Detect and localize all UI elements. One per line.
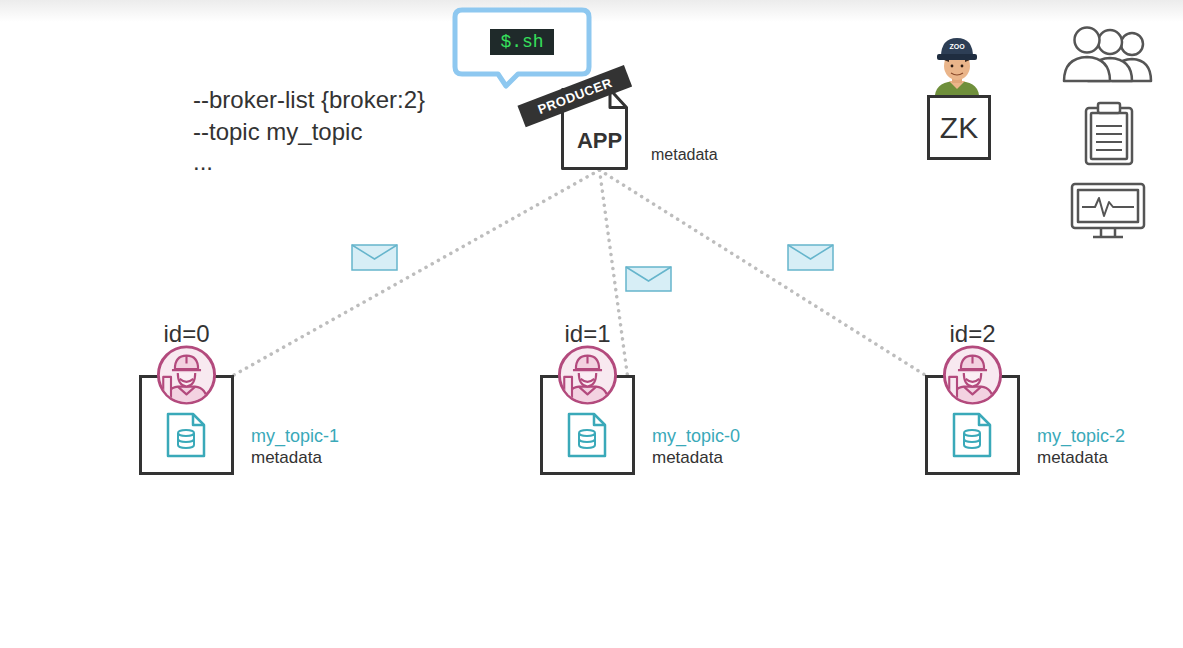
bubble-content: $.sh [452,7,592,77]
zookeeper-figure [935,38,979,95]
dotted-connector [600,170,926,375]
cap-badge: ZOO [949,43,964,51]
dotted-connector [234,170,600,375]
app-label: APP [561,128,638,154]
message-envelope [352,245,397,270]
broker-id: id=1 [564,320,610,348]
box-label: ZK [940,111,978,145]
broker-box: id=2my_topic-2metadata [925,375,1020,475]
broker-id: id=0 [163,320,209,348]
partition-log-icon [569,414,605,456]
users-icon [1064,28,1151,82]
clipboard-icon [1086,103,1132,164]
cli-argument: ... [193,148,213,176]
metadata-label: metadata [251,447,339,469]
shell-command: $.sh [490,29,553,55]
shell-bubble: $.sh [452,7,592,77]
cli-argument: --topic my_topic [193,118,362,146]
partition-log-icon [168,414,204,456]
broker-worker-icon [158,347,214,404]
partition-name: my_topic-0 [652,425,740,447]
partition-name: my_topic-1 [251,425,339,447]
metadata-label: metadata [651,146,718,164]
bubble-shape [455,10,589,86]
broker-worker-icon [559,347,615,404]
producer-app: PRODUCERAPPmetadata [561,88,638,170]
broker-id: id=2 [949,320,995,348]
message-envelope [788,245,833,270]
monitor-icon [1072,184,1144,237]
broker-box: id=1my_topic-0metadata [540,375,635,475]
zookeeper-box: ZK [927,95,991,160]
partition-labels: my_topic-0metadata [652,425,740,469]
broker-worker-icon [944,347,1000,404]
cli-argument: --broker-list {broker:2} [193,86,425,114]
broker-outline [540,375,635,475]
message-envelope [626,267,671,291]
broker-outline [139,375,234,475]
broker-outline [925,375,1020,475]
partition-labels: my_topic-1metadata [251,425,339,469]
partition-labels: my_topic-2metadata [1037,425,1125,469]
partition-name: my_topic-2 [1037,425,1125,447]
metadata-label: metadata [652,447,740,469]
broker-box: id=0my_topic-1metadata [139,375,234,475]
partition-log-icon [954,414,990,456]
metadata-label: metadata [1037,447,1125,469]
